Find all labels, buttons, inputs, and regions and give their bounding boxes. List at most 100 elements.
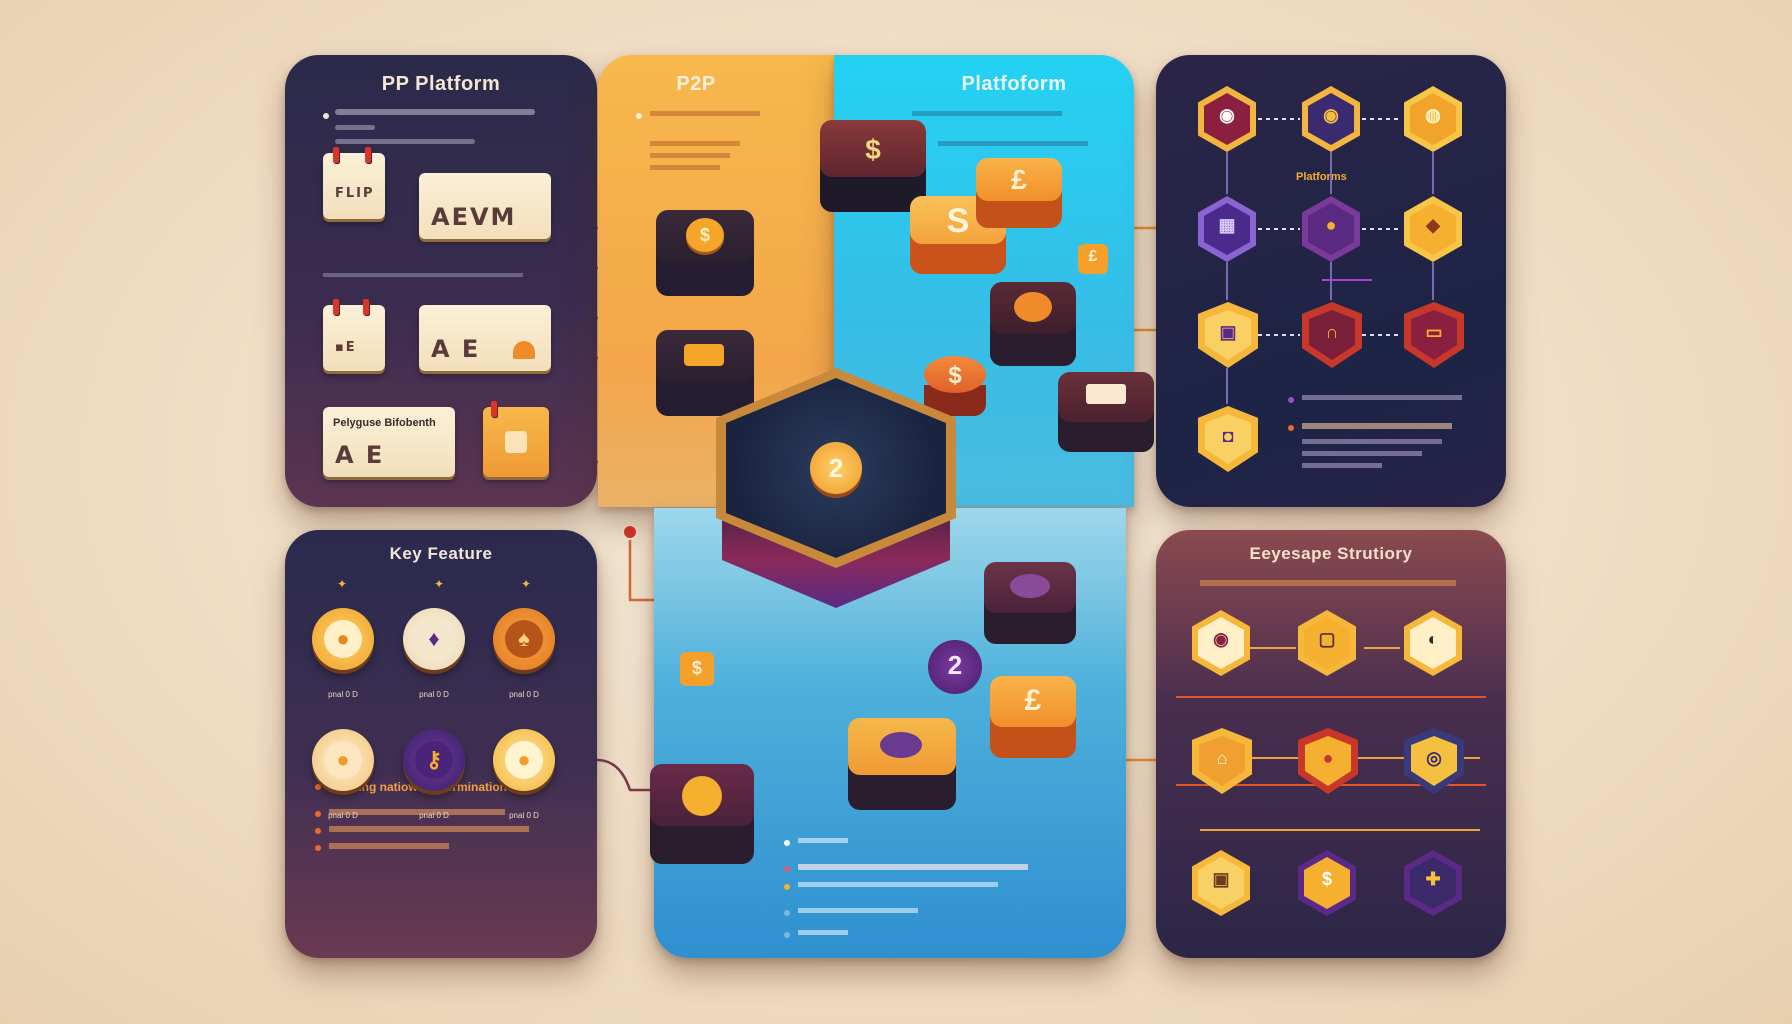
dollar-coin-icon: $ <box>691 658 702 678</box>
clip-icon <box>333 299 339 315</box>
text-line <box>650 141 740 146</box>
lock-icon <box>682 776 722 816</box>
coin-stack-block <box>848 718 956 810</box>
card-label: FLIP <box>335 186 375 201</box>
text-line <box>1302 423 1452 429</box>
token-block <box>984 562 1076 644</box>
feature-coin: ● <box>493 729 555 791</box>
pound-coin-icon: £ <box>1024 684 1042 717</box>
bullet <box>636 113 642 119</box>
card-glyph: ▪E <box>335 340 357 355</box>
key-icon: ⚷ <box>425 747 443 772</box>
badge-number: 2 <box>947 650 963 680</box>
small-pound-node: £ <box>1078 244 1108 274</box>
text-line <box>938 141 1088 146</box>
wallet-card: AEVM <box>419 173 551 239</box>
panel-title: Key Feature <box>389 544 493 563</box>
dollar-coin-icon: $ <box>865 134 881 165</box>
panel-title: Eeyesape Strutiory <box>1249 544 1413 563</box>
bullet <box>315 811 321 817</box>
token-block <box>990 282 1076 366</box>
text-line <box>1200 580 1456 586</box>
feature-coin: ♠ <box>493 608 555 670</box>
dollar-coin-icon: $ <box>948 362 962 389</box>
divider-text <box>323 273 523 277</box>
bullet <box>784 866 790 872</box>
clip-icon <box>333 147 339 163</box>
small-dollar-node: $ <box>680 652 714 686</box>
text-line <box>650 153 730 158</box>
wallet-card: Pelyguse Bifobenth A E <box>323 407 455 477</box>
text-line <box>798 882 998 887</box>
spark-icon: ✦ <box>433 577 445 591</box>
coin-label: pnal 0 D <box>328 811 358 820</box>
dollar-coin-icon: $ <box>1321 869 1332 889</box>
text-line <box>1302 451 1422 456</box>
text-line <box>1302 463 1382 468</box>
grid-label: Platforms <box>1296 171 1347 183</box>
bullet <box>784 884 790 890</box>
lock-card <box>483 407 549 477</box>
user-icon: ● <box>1325 215 1337 235</box>
cash-block <box>1058 372 1154 452</box>
document-card: ▪E <box>323 305 385 371</box>
wallet-card: A E <box>419 305 551 371</box>
bullet <box>315 828 321 834</box>
central-hub: 2 <box>712 368 960 628</box>
coin-label: pnal 0 D <box>419 690 449 699</box>
coin-label: pnal 0 D <box>419 811 449 820</box>
bullet <box>323 113 329 119</box>
dollar-block: $ <box>820 120 926 212</box>
dollar-coin-icon: $ <box>686 218 724 252</box>
clip-icon <box>363 299 369 315</box>
pp-platform-panel: PP Platform FLIP AEVM ▪E A E Pelyguse Bi… <box>285 55 597 507</box>
flow-line <box>1176 696 1486 698</box>
feature-coin: ♦ <box>403 608 465 670</box>
text-line <box>798 838 848 843</box>
spark-icon: ✦ <box>336 577 348 591</box>
text-line <box>1302 395 1462 400</box>
lock-icon <box>513 341 535 359</box>
wallet-icon <box>684 344 724 366</box>
spark-icon: ✦ <box>520 577 532 591</box>
text-line <box>912 111 1062 116</box>
eco-node: ◉ <box>1192 610 1250 676</box>
panel-title: PP Platform <box>381 73 501 95</box>
token-icon <box>1014 292 1052 322</box>
text-line <box>798 930 848 935</box>
text-line <box>1302 439 1442 444</box>
lock-icon <box>505 431 527 453</box>
token-icon <box>1010 574 1050 598</box>
feature-coin: ● <box>312 608 374 670</box>
text-line <box>335 139 475 144</box>
text-line <box>329 826 529 832</box>
panel-title: Platfoform <box>961 73 1067 95</box>
bullet <box>315 845 321 851</box>
text-line <box>329 809 505 815</box>
bullet <box>1288 397 1294 403</box>
bullet <box>784 840 790 846</box>
pound-coin-icon: £ <box>1011 164 1027 195</box>
text-line <box>798 864 1028 870</box>
text-line <box>650 111 760 116</box>
clip-icon <box>491 401 497 417</box>
hex-node: ◍ <box>1404 86 1462 152</box>
card-title: Pelyguse Bifobenth <box>333 417 436 429</box>
coin-label: pnal 0 D <box>509 690 539 699</box>
pound-block: £ <box>976 158 1062 228</box>
document-card: FLIP <box>323 153 385 219</box>
card-brand: AEVM <box>431 203 517 231</box>
wallet-block <box>656 330 754 416</box>
coin-label: pnal 0 D <box>509 811 539 820</box>
number-coin: 2 <box>928 640 982 694</box>
lock-icon: ▣ <box>1219 322 1237 342</box>
bullet <box>784 910 790 916</box>
token-icon <box>880 732 922 758</box>
bullet <box>784 932 790 938</box>
key-coin: ⚷ <box>403 729 465 791</box>
bullet <box>315 784 321 790</box>
coin-block: $ <box>656 210 754 296</box>
pound-block: £ <box>990 676 1076 758</box>
cash-icon <box>1086 384 1126 404</box>
blockchain-hub-icon: 2 <box>810 442 862 494</box>
